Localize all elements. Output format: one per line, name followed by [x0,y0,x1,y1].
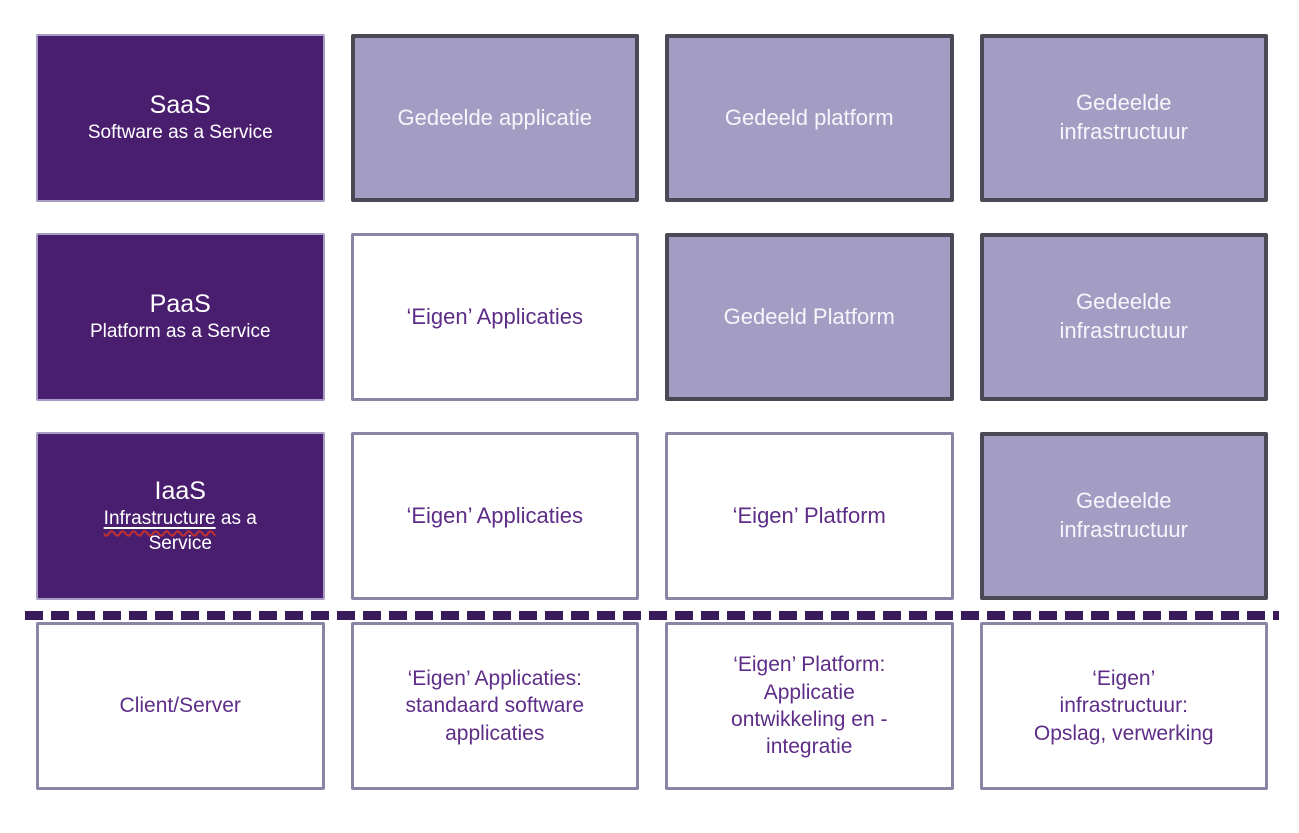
cell-iaas-own-applications: ‘Eigen’ Applicaties [350,432,639,600]
cell-label: Gedeelde applicatie [397,104,592,130]
underlined-word: Infrastructure [103,507,216,529]
cell-subtitle: Software as a Service [87,122,273,144]
cell-label: ‘Eigen’ Applicaties: standaard software … [405,667,585,745]
cell-paas-own-applications: ‘Eigen’ Applicaties [350,233,639,401]
cloud-onpremise-dashed-divider [25,611,1279,620]
cell-saas-shared-platform: Gedeeld platform [665,34,954,202]
cell-paas-shared-platform: Gedeeld Platform [665,233,954,401]
cell-title: PaaS [149,290,211,319]
cell-client-server-own-platform: ‘Eigen’ Platform: Applicatie ontwikkelin… [665,622,954,790]
cell-saas-shared-application: Gedeelde applicatie [350,34,639,202]
cell-saas-shared-infrastructure: Gedeelde infrastructuur [979,34,1268,202]
cell-label: ‘Eigen’ infrastructuur: Opslag, verwerki… [1033,667,1214,745]
cell-label: Gedeelde infrastructuur [1059,90,1188,144]
spellcheck-squiggle: Infrastructure [104,508,216,529]
cell-client-server: Client/Server [36,622,325,790]
cell-subtitle: Infrastructure as a Service [85,507,275,556]
cell-client-server-own-applications: ‘Eigen’ Applicaties: standaard software … [350,622,639,790]
client-server-row: Client/Server ‘Eigen’ Applicaties: stand… [36,622,1268,790]
cloud-layers-grid: SaaS Software as a Service Gedeelde appl… [36,34,1268,600]
cell-label: Gedeelde infrastructuur [1059,488,1188,542]
cell-label: Gedeelde infrastructuur [1059,289,1188,343]
cell-client-server-own-infrastructure: ‘Eigen’ infrastructuur: Opslag, verwerki… [979,622,1268,790]
cell-label: Client/Server [119,694,241,718]
cell-label: ‘Eigen’ Applicaties [406,303,583,329]
cloud-service-models-diagram: SaaS Software as a Service Gedeelde appl… [25,34,1279,790]
cell-label: Gedeeld Platform [723,303,895,329]
cell-paas: PaaS Platform as a Service [36,233,325,401]
cell-iaas: IaaS Infrastructure as a Service [36,432,325,600]
cell-label: ‘Eigen’ Platform: Applicatie ontwikkelin… [731,653,888,759]
cell-iaas-own-platform: ‘Eigen’ Platform [665,432,954,600]
cell-label: ‘Eigen’ Applicaties [406,502,583,528]
cell-title: SaaS [149,91,211,120]
cell-iaas-shared-infrastructure: Gedeelde infrastructuur [979,432,1268,600]
cell-paas-shared-infrastructure: Gedeelde infrastructuur [979,233,1268,401]
cell-title: IaaS [154,476,206,505]
cell-subtitle: Platform as a Service [89,321,271,343]
cell-label: ‘Eigen’ Platform [732,502,886,528]
cell-saas: SaaS Software as a Service [36,34,325,202]
cell-label: Gedeeld platform [724,104,894,130]
subtitle-rest: as a Service [148,507,257,554]
